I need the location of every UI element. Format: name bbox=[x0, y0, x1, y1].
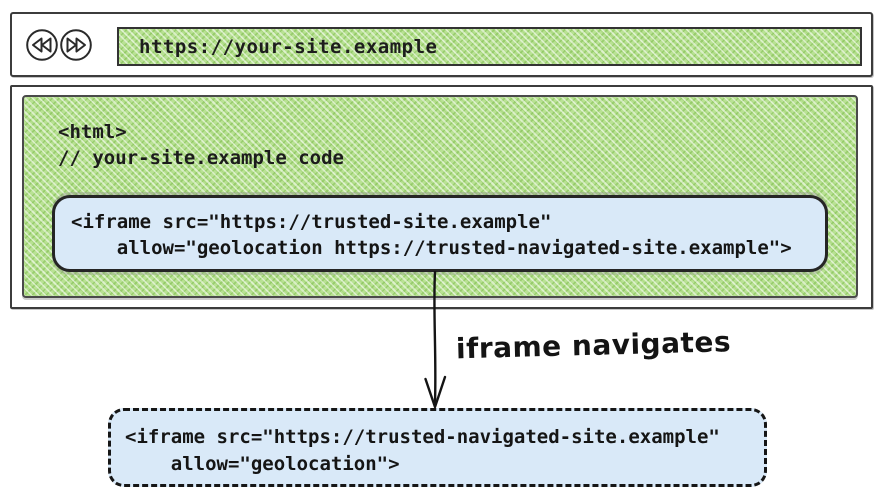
code-line: <html> bbox=[58, 121, 127, 143]
browser-viewport: <html> // your-site.example code <iframe… bbox=[10, 85, 873, 309]
forward-button[interactable] bbox=[59, 28, 93, 62]
code-line: <iframe src="https://trusted-navigated-s… bbox=[125, 426, 720, 448]
trusted-iframe-box: <iframe src="https://trusted-site.exampl… bbox=[52, 195, 828, 272]
code-line: <iframe src="https://trusted-site.exampl… bbox=[71, 211, 552, 233]
code-line: allow="geolocation"> bbox=[125, 453, 400, 475]
url-bar[interactable]: https://your-site.example bbox=[117, 27, 862, 66]
fast-forward-icon bbox=[59, 28, 93, 62]
back-button[interactable] bbox=[25, 28, 59, 62]
navigation-arrow bbox=[420, 271, 452, 413]
code-line: allow="geolocation https://trusted-navig… bbox=[71, 237, 792, 259]
site-content-area: <html> // your-site.example code <iframe… bbox=[22, 95, 858, 298]
browser-toolbar: https://your-site.example bbox=[10, 12, 873, 77]
navigated-iframe-box: <iframe src="https://trusted-navigated-s… bbox=[108, 408, 767, 487]
url-text: https://your-site.example bbox=[139, 35, 438, 58]
page-source-code: <html> // your-site.example code bbox=[58, 119, 344, 171]
rewind-icon bbox=[25, 28, 59, 62]
arrow-label: iframe navigates bbox=[455, 325, 732, 366]
code-line: // your-site.example code bbox=[58, 147, 344, 169]
